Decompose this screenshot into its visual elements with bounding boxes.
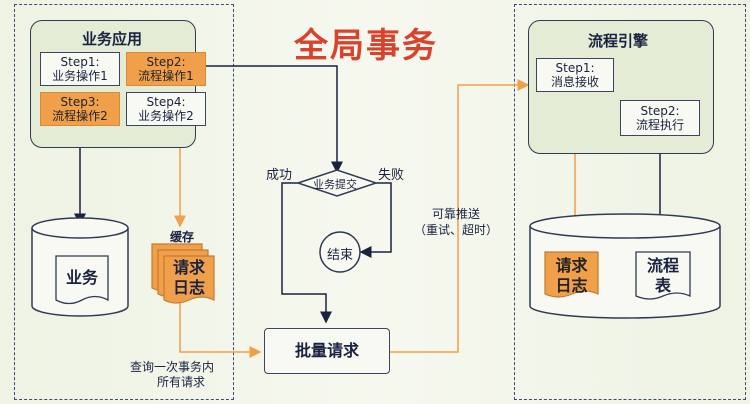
business-app-title: 业务应用 xyxy=(82,30,143,48)
request-log-label-line1: 请求 xyxy=(172,258,205,277)
process-table-doc-shape xyxy=(635,251,691,300)
panel-to-decision-arrow xyxy=(196,65,343,174)
decision-label: 业务提交 xyxy=(313,178,357,191)
success-label: 成功 xyxy=(266,168,293,183)
query-note: 查询一次事务内 所有请求 xyxy=(130,360,214,390)
step3-line2: 流程操作2 xyxy=(52,109,108,123)
engine-log-line2: 日志 xyxy=(555,276,588,295)
step2-process-op-box: Step2: 流程操作1 xyxy=(126,52,206,86)
process-engine-title: 流程引擎 xyxy=(588,32,649,50)
step1-line2: 业务操作1 xyxy=(52,69,108,83)
cache-label: 缓存 xyxy=(170,230,195,244)
step3-line1: Step3: xyxy=(60,95,100,109)
step3-process-op-box: Step3: 流程操作2 xyxy=(40,92,120,126)
step4-line2: 业务操作2 xyxy=(138,109,194,123)
engine-log-doc-shape xyxy=(544,251,599,298)
step4-business-op-box: Step4: 业务操作2 xyxy=(126,92,206,126)
end-label: 结束 xyxy=(327,248,354,263)
engine-step2-box: Step2: 流程执行 xyxy=(620,100,700,136)
engine-database xyxy=(529,213,721,319)
reliable-push-line1: 可靠推送 xyxy=(432,207,481,221)
fail-arrow xyxy=(359,182,392,258)
request-log-label-line2: 日志 xyxy=(172,278,205,297)
step4-line1: Step4: xyxy=(146,95,186,109)
submit-decision-diamond xyxy=(295,169,379,197)
process-table-label: 流程 表 xyxy=(636,256,690,296)
engine-step1-line1: Step1: xyxy=(555,61,595,75)
left-region-border xyxy=(14,4,234,400)
reliable-push-note: 可靠推送 （重试、超时） xyxy=(414,206,498,238)
request-log-stack xyxy=(151,243,215,304)
business-doc-label: 业务 xyxy=(65,268,98,287)
process-table-line1: 流程 xyxy=(646,256,679,275)
engine-log-label: 请求 日志 xyxy=(545,256,598,296)
engine-log-line1: 请求 xyxy=(555,256,588,275)
step1-line1: Step1: xyxy=(60,55,100,69)
reliable-push-line2: （重试、超时） xyxy=(414,223,499,237)
batch-request-label: 批量请求 xyxy=(294,341,359,360)
step1-business-op-box: Step1: 业务操作1 xyxy=(40,52,120,86)
request-log-label: 请求 日志 xyxy=(164,258,214,298)
batch-to-engine-arrow xyxy=(390,79,530,353)
business-doc-shape xyxy=(55,255,109,305)
process-table-line2: 表 xyxy=(654,276,671,295)
end-circle xyxy=(319,231,361,273)
step2-line2: 流程操作1 xyxy=(138,69,194,83)
fail-label: 失败 xyxy=(378,168,405,183)
engine-step2-line1: Step2: xyxy=(640,104,680,118)
engine-step1-box: Step1: 消息接收 xyxy=(536,58,614,92)
success-arrow xyxy=(281,182,332,324)
query-note-line1: 查询一次事务内 xyxy=(130,360,215,374)
engine-step1-line2: 消息接收 xyxy=(550,75,599,89)
step2-line1: Step2: xyxy=(146,55,186,69)
right-region-border xyxy=(514,4,746,400)
query-note-line2: 所有请求 xyxy=(157,375,206,389)
log-to-batch-arrow xyxy=(179,296,262,358)
batch-request-box: 批量请求 xyxy=(264,328,390,374)
engine-step2-line2: 流程执行 xyxy=(635,118,684,132)
page-title: 全局事务 xyxy=(294,26,438,66)
